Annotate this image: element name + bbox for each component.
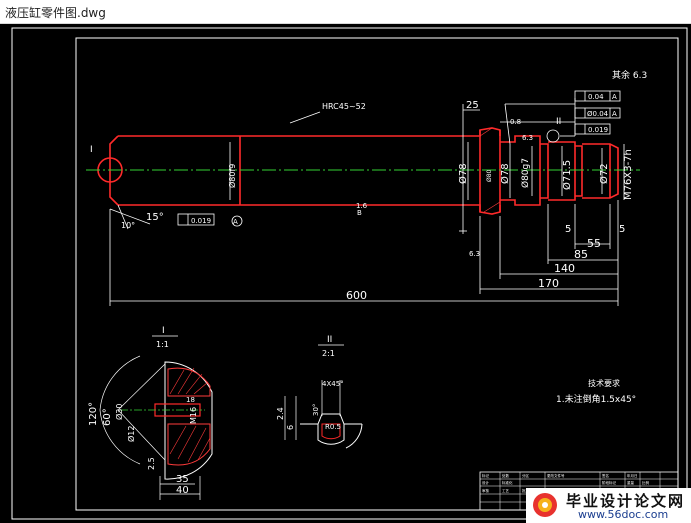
- window-title: 液压缸零件图.dwg: [5, 6, 106, 20]
- dim-85: 85: [574, 248, 588, 261]
- watermark-logo-icon: [533, 493, 557, 517]
- hardness-note: HRC45~52: [322, 102, 366, 111]
- tol-perp-value: 0.04: [588, 93, 604, 101]
- dim-25: 25: [466, 100, 479, 111]
- view-tag-ii: II: [556, 117, 561, 127]
- datum-b-label: B: [357, 209, 362, 217]
- tb-cell-12: 工艺: [502, 488, 510, 493]
- dim-140: 140: [554, 262, 575, 275]
- dia-big-rod: Ø80f9: [227, 164, 237, 188]
- dim-5-left: 5: [565, 224, 571, 235]
- tol-coax-datum: A: [612, 110, 617, 118]
- detail-i-scale: 1:1: [156, 340, 169, 349]
- detail-view-ii: II 2:1 4X45° R0.5 2.4 6 30°: [276, 335, 363, 449]
- detail-view-i: I 1:1 35 40 2.5 Ø12 Ø30 M16 18 12: [88, 326, 213, 500]
- tb-cell-5: 年月日: [627, 473, 638, 478]
- detail-i-dim-2-5: 2.5: [147, 457, 156, 470]
- dia-end: Ø72: [598, 163, 610, 184]
- tol-cyl1-value: 0.019: [588, 126, 608, 134]
- dim-55: 55: [587, 237, 601, 250]
- roughness-note: 其余 6.3: [612, 69, 647, 81]
- detail-ii-angle-30: 30°: [312, 404, 320, 416]
- roughness-2: 6.3: [469, 250, 480, 258]
- detail-i-dim-40: 40: [176, 485, 189, 496]
- dia-fit: Ø80g7: [520, 158, 531, 188]
- tb-cell-8: 阶段标记: [602, 480, 616, 485]
- main-view-labels: 其余 6.3 HRC45~52 I II A B 600 170 140 85 …: [90, 69, 647, 302]
- detail-i-thread-len: 18: [186, 396, 195, 404]
- detail-i-dia-30: Ø30: [114, 404, 124, 420]
- tb-cell-0: 标记: [482, 473, 490, 478]
- tb-cell-7: 标准化: [502, 480, 513, 485]
- tb-cell-1: 处数: [502, 473, 510, 478]
- detail-ii-radius: R0.5: [325, 423, 341, 431]
- dia-groove: Ø80: [486, 169, 493, 182]
- tech-req-title: 技术要求: [588, 378, 620, 388]
- tol-coax-value: Ø0.04: [587, 110, 609, 118]
- detail-i-angle-60: 60°: [102, 408, 113, 426]
- tb-cell-2: 分区: [522, 473, 530, 478]
- watermark-badge[interactable]: 毕业设计论文网 www.56doc.com: [526, 488, 691, 523]
- roughness-4: 6.3: [522, 134, 533, 142]
- detail-i-thread: M16: [189, 407, 198, 424]
- detail-i-dim-35: 35: [176, 474, 189, 485]
- dim-5-right: 5: [619, 224, 625, 235]
- detail-ii-dim-2-4: 2.4: [276, 407, 285, 420]
- detail-ii-scale: 2:1: [322, 349, 335, 358]
- drawing-frame-inner: [75, 37, 679, 511]
- detail-ii-dim-6: 6: [286, 425, 295, 430]
- tol-cyl2-value: 0.019: [191, 217, 211, 225]
- roughness-3: 0.8: [510, 118, 521, 126]
- dim-overall: 600: [346, 289, 367, 302]
- tb-cell-3: 更改文件号: [547, 473, 565, 478]
- datum-a-label: A: [233, 218, 238, 226]
- tb-cell-4: 签名: [602, 473, 609, 478]
- tb-cell-10: 比例: [642, 480, 650, 485]
- dia-thread: M76X3-7h: [623, 149, 634, 200]
- dim-170: 170: [538, 277, 559, 290]
- angle-10: 10°: [121, 221, 135, 230]
- tech-req-item-1: 1.未注倒角1.5x45°: [556, 393, 636, 405]
- detail-i-label: I: [162, 326, 165, 336]
- detail-i-angle-120: 120°: [88, 402, 99, 426]
- dia-collar: Ø78: [457, 163, 469, 184]
- watermark-brand: 毕业设计论文网: [566, 492, 686, 510]
- technical-requirements: 技术要求 1.未注倒角1.5x45°: [556, 378, 636, 405]
- cad-canvas[interactable]: 其余 6.3 HRC45~52 I II A B 600 170 140 85 …: [0, 24, 691, 523]
- tol-perp-datum: A: [612, 93, 617, 101]
- tb-cell-6: 设计: [482, 480, 490, 485]
- tolerance-frames: [177, 90, 621, 227]
- tb-cell-13: 批准: [522, 488, 530, 493]
- collar-hatch: [479, 127, 501, 213]
- tb-cell-9: 重量: [627, 480, 635, 485]
- cad-drawing[interactable]: 其余 6.3 HRC45~52 I II A B 600 170 140 85 …: [0, 24, 691, 523]
- window-titlebar: 液压缸零件图.dwg: [0, 0, 691, 24]
- dia-neck: Ø71.5: [561, 160, 573, 190]
- watermark-url[interactable]: www.56doc.com: [578, 508, 669, 521]
- tb-cell-11: 审核: [482, 488, 490, 493]
- view-tag-i: I: [90, 145, 93, 155]
- dimension-lines: [109, 98, 625, 306]
- dia-shoulder: Ø78: [499, 163, 511, 184]
- drawing-frame-outer: [11, 27, 688, 520]
- detail-ii-chamfer: 4X45°: [322, 380, 344, 388]
- roughness-1: 1.6: [356, 202, 368, 210]
- angle-chamfer: 15°: [146, 212, 164, 223]
- detail-ii-label: II: [327, 335, 332, 345]
- detail-i-dia-12: Ø12: [126, 426, 136, 442]
